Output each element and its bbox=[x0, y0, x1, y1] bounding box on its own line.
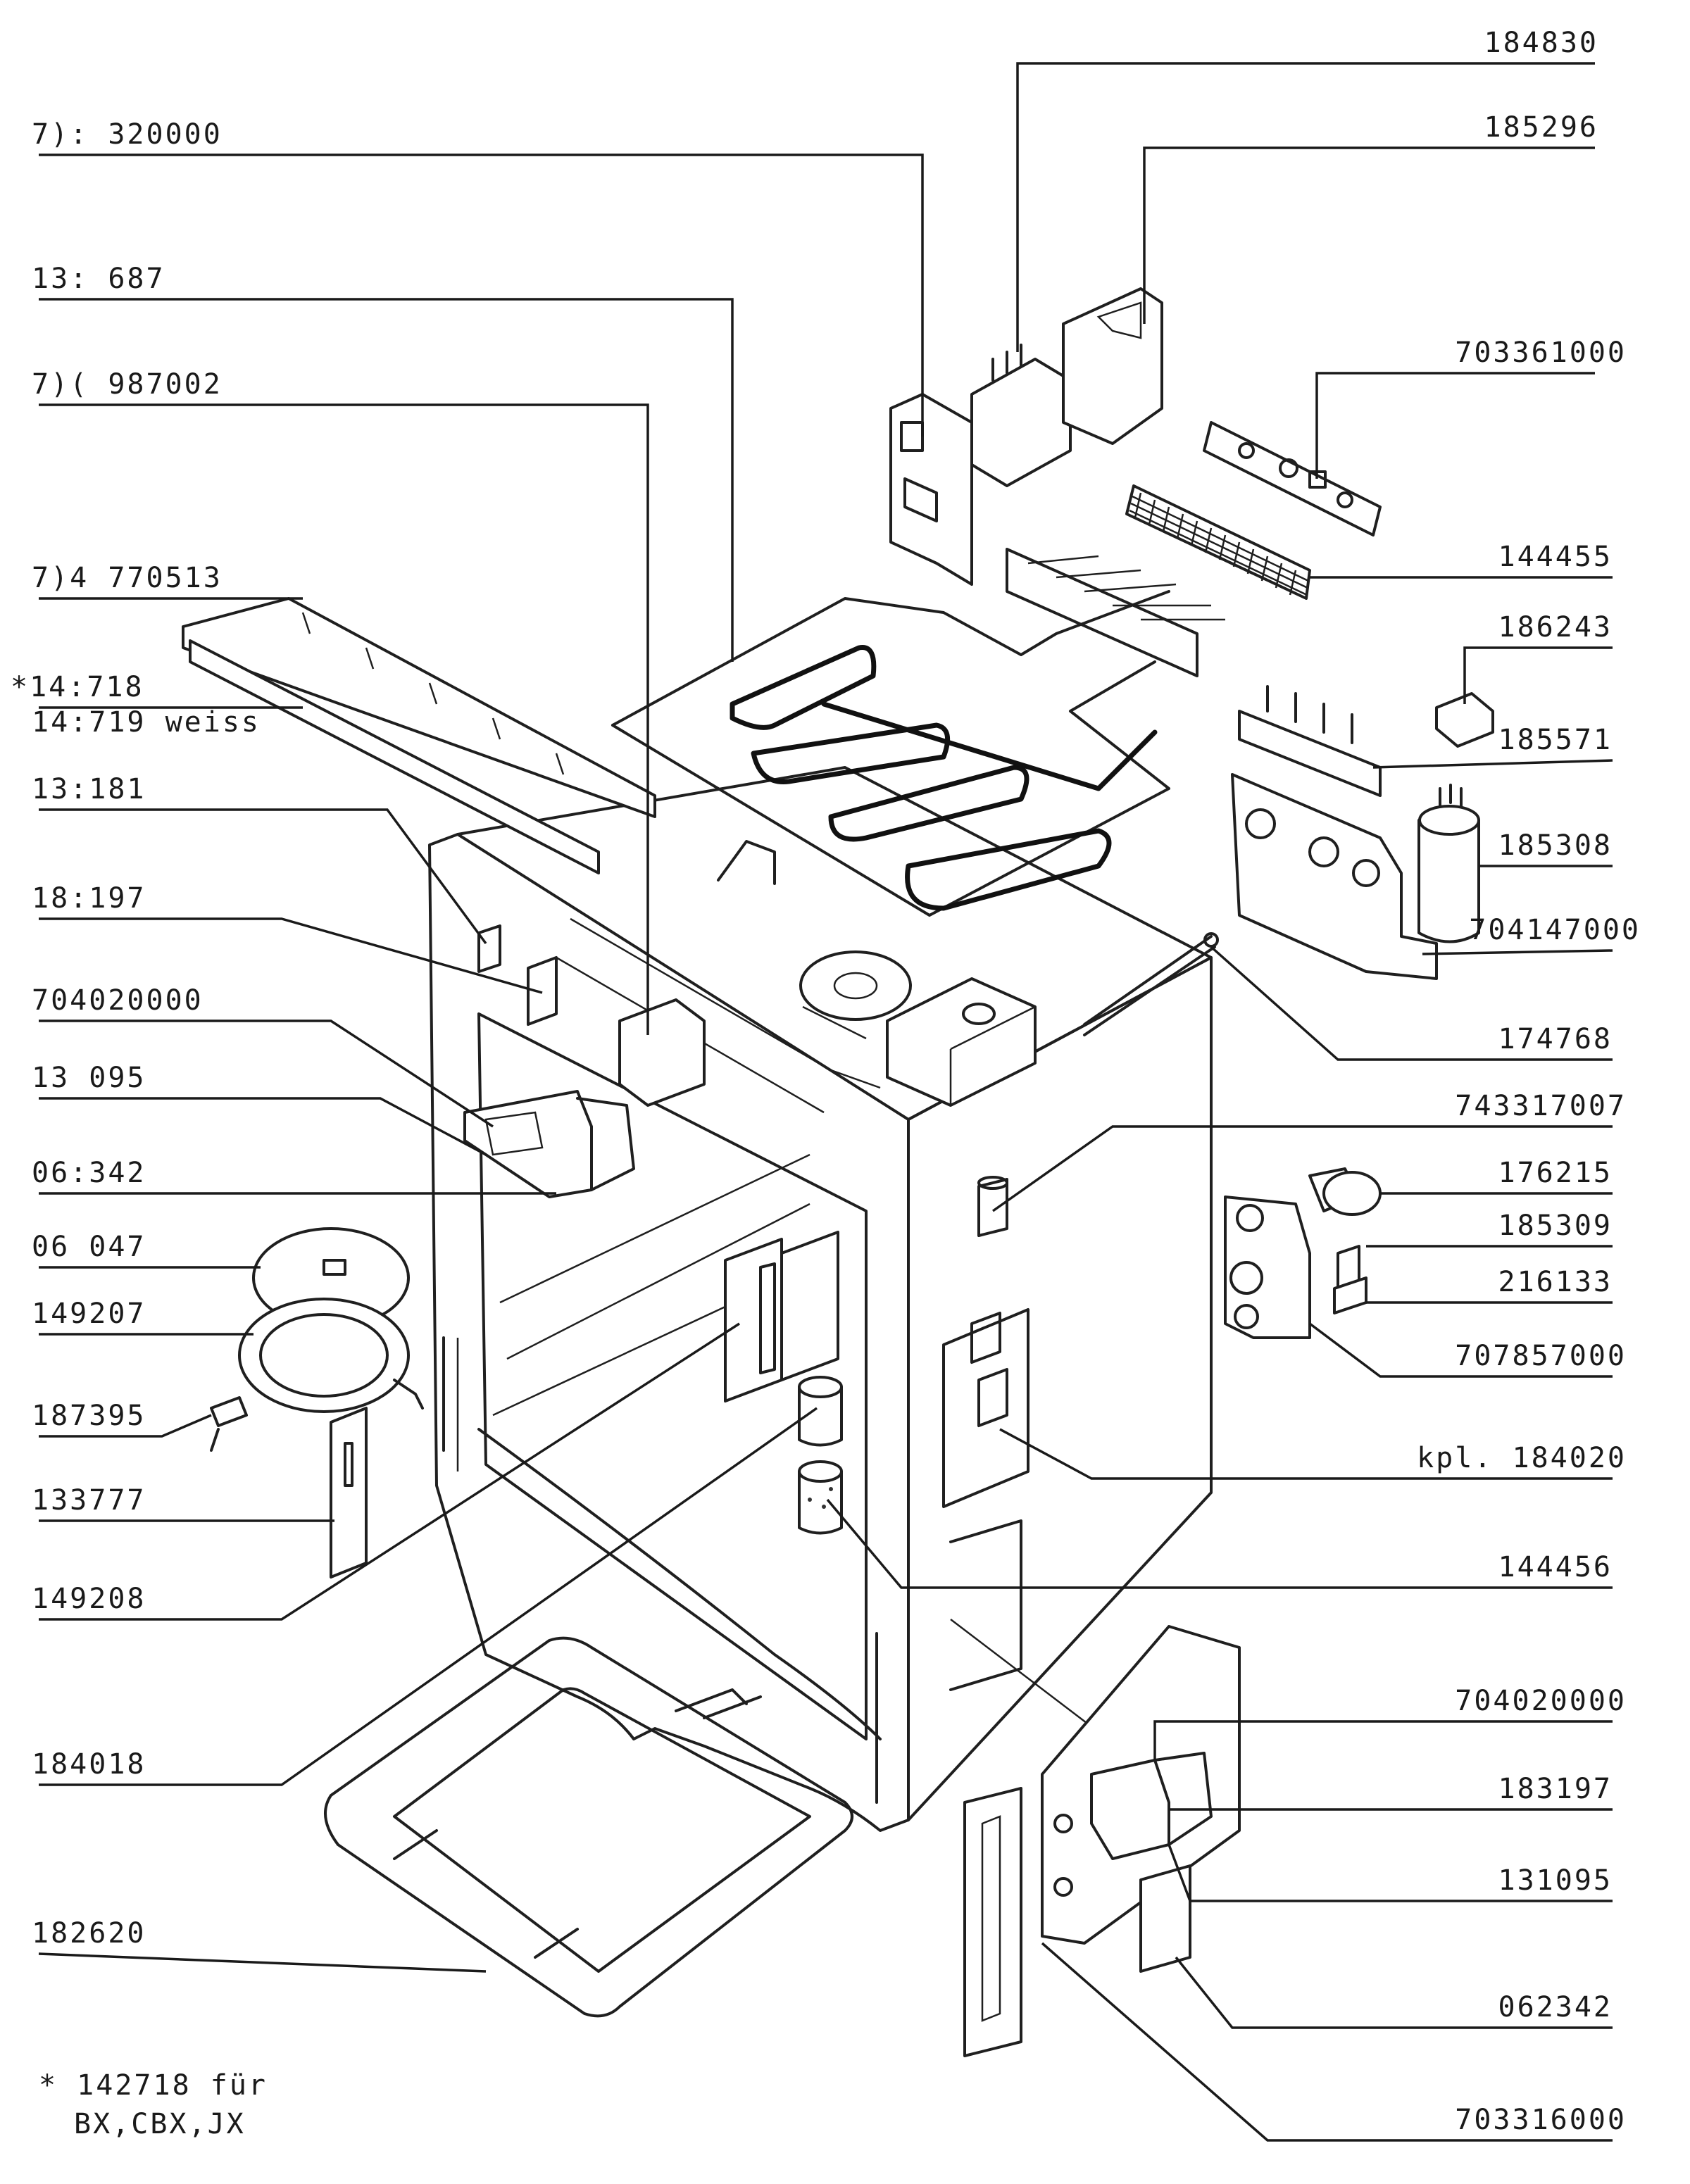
part-number-707857000: 707857000 bbox=[1455, 1340, 1627, 1372]
part-number-184020: kpl. 184020 bbox=[1417, 1442, 1627, 1474]
part-number-174768: 174768 bbox=[1498, 1023, 1613, 1055]
part-number-185571: 185571 bbox=[1498, 724, 1613, 756]
part-number-149208: 149208 bbox=[32, 1583, 146, 1615]
part-number-187395: 187395 bbox=[32, 1400, 146, 1432]
part-number-704147000: 704147000 bbox=[1469, 914, 1641, 946]
part-number-704020000-right: 704020000 bbox=[1455, 1685, 1627, 1717]
part-number-703361000: 703361000 bbox=[1455, 337, 1627, 369]
left-parts bbox=[182, 597, 706, 1579]
part-number-183197-right: 183197 bbox=[1498, 1773, 1613, 1805]
part-number-149207: 149207 bbox=[32, 1298, 146, 1330]
part-number-185296: 185296 bbox=[1484, 111, 1599, 144]
footnote: * 142718 für BX,CBX,JX bbox=[39, 2069, 268, 2140]
part-number-216133: 216133 bbox=[1498, 1266, 1613, 1298]
right-side-parts bbox=[963, 1167, 1382, 2057]
part-number-743317007: 743317007 bbox=[1455, 1090, 1627, 1122]
part-number-142718: *14:718 bbox=[11, 671, 144, 703]
part-number-142719-weiss: 14:719 weiss bbox=[32, 706, 261, 739]
oven-cavity bbox=[428, 766, 1213, 1832]
grille-mesh bbox=[1125, 484, 1311, 600]
part-number-184830: 184830 bbox=[1484, 27, 1599, 59]
part-number-687: 13: 687 bbox=[32, 263, 165, 295]
part-number-704020000-left: 704020000 bbox=[32, 984, 204, 1017]
part-number-320000: 7): 320000 bbox=[32, 118, 223, 151]
part-number-186243: 186243 bbox=[1498, 611, 1613, 644]
capacitor bbox=[1417, 784, 1480, 943]
part-number-062342-left: 06:342 bbox=[32, 1157, 146, 1189]
part-number-176215: 176215 bbox=[1498, 1157, 1613, 1189]
grill-heating-element bbox=[611, 548, 1225, 917]
footnote-line-1: * 142718 für bbox=[39, 2069, 268, 2102]
part-number-131095-left: 13 095 bbox=[32, 1062, 146, 1094]
left-part-numbers: 7): 320000 13: 687 7)( 987002 7)4 770513… bbox=[11, 118, 261, 1950]
part-number-144456: 144456 bbox=[1498, 1551, 1613, 1583]
part-number-184018: 184018 bbox=[32, 1748, 146, 1781]
part-number-062342-right: 062342 bbox=[1498, 1991, 1613, 2023]
part-number-703316000: 703316000 bbox=[1455, 2104, 1627, 2136]
part-number-185309: 185309 bbox=[1498, 1210, 1613, 1242]
part-number-987002: 7)( 987002 bbox=[32, 368, 223, 401]
part-number-131095-right: 131095 bbox=[1498, 1864, 1613, 1897]
part-number-183197-left: 18:197 bbox=[32, 882, 146, 915]
part-number-061047: 06 047 bbox=[32, 1231, 146, 1263]
bottom-heating-element bbox=[324, 1636, 853, 2018]
part-number-144455: 144455 bbox=[1498, 541, 1613, 573]
part-number-182620: 182620 bbox=[32, 1917, 146, 1950]
top-right-parts bbox=[889, 287, 1494, 1036]
footnote-line-2: BX,CBX,JX bbox=[74, 2108, 246, 2140]
central-parts bbox=[724, 1231, 1029, 1535]
right-part-numbers: 184830 185296 703361000 144455 186243 18… bbox=[1417, 27, 1641, 2136]
leader-lines bbox=[38, 62, 1613, 2142]
part-number-770513: 7)4 770513 bbox=[32, 562, 223, 594]
part-number-133777: 133777 bbox=[32, 1484, 146, 1517]
part-number-135181: 13:181 bbox=[32, 773, 146, 805]
part-number-185308: 185308 bbox=[1498, 829, 1613, 862]
